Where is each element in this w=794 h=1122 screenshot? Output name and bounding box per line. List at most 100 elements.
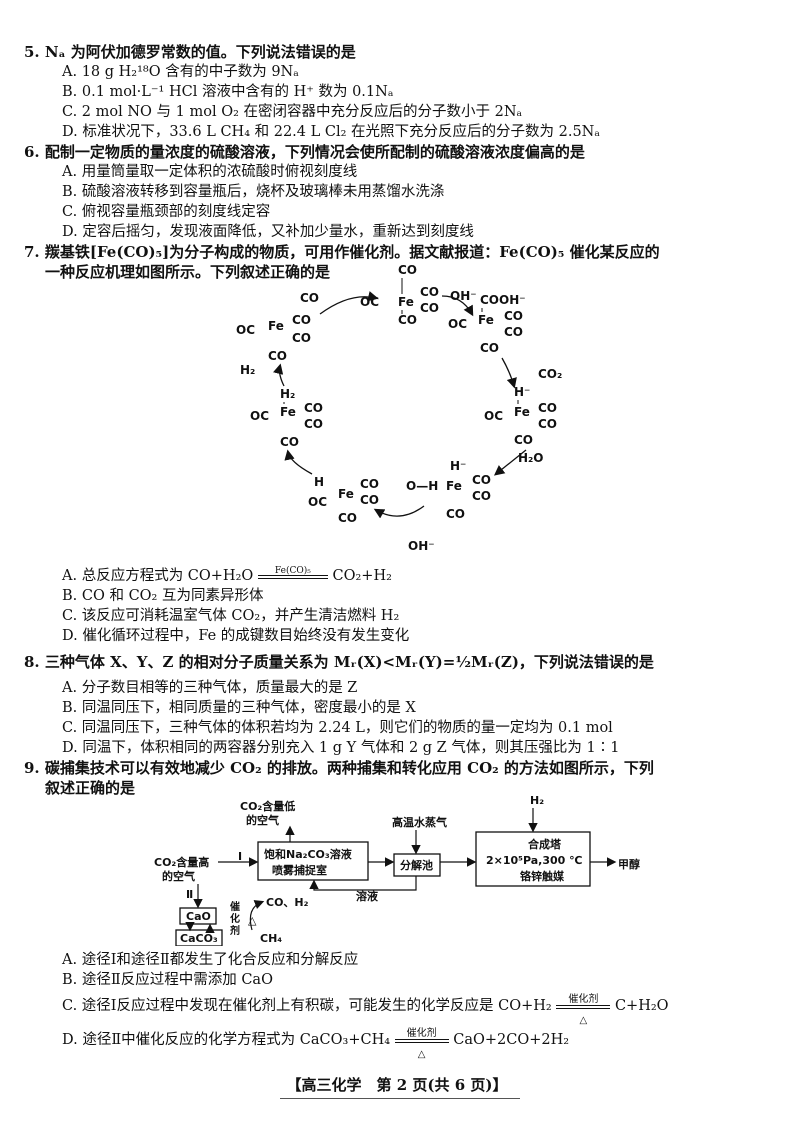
q7-catalyst-label: Fe(CO)₅ <box>274 566 311 576</box>
arrow-co-h2-out <box>249 900 265 931</box>
h-minus-br: H⁻ <box>450 459 466 473</box>
bonds <box>283 278 519 404</box>
co-l1: CO <box>304 401 323 415</box>
fe-r: Fe <box>514 405 530 419</box>
co-ul2: CO <box>292 331 311 345</box>
q9-option-c-rhs: C+H₂O <box>614 998 669 1014</box>
oh-bond: O—H <box>406 479 438 493</box>
page-footer: 【高三化学 第 2 页(共 6 页)】 <box>286 1076 508 1094</box>
q5-option-d: D. 标准状况下，33.6 L CH₄ 和 22.4 L Cl₂ 在光照下充分反… <box>62 124 600 140</box>
fe-br: Fe <box>446 479 462 493</box>
cycle-arrow-6 <box>284 449 313 475</box>
q9-c-catalyst: 催化剂 <box>568 994 599 1005</box>
low-co2-air-line2: 的空气 <box>246 813 279 827</box>
q6-option-a: A. 用量筒量取一定体积的浓硫酸时俯视刻度线 <box>62 164 358 180</box>
q9-option-c-lhs: C. 途径Ⅰ反应过程中发现在催化剂上有积碳，可能发生的化学反应是 CO+H₂ <box>62 998 552 1014</box>
co-ul3: CO <box>268 349 287 363</box>
footer-rule <box>280 1098 520 1099</box>
fe-top: Fe <box>398 295 414 309</box>
q9-option-b: B. 途径Ⅱ反应过程中需添加 CaO <box>62 972 273 988</box>
methanol-label: 甲醇 <box>618 857 640 871</box>
co-r3: CO <box>514 433 533 447</box>
h-bl: H <box>314 475 324 489</box>
co2-out: CO₂ <box>538 367 562 381</box>
h2o-in: H₂O <box>518 451 544 465</box>
q9-flow-diagram: CO₂含量低 的空气 CO₂含量高 的空气 Ⅰ Ⅱ 饱和Na₂CO₃溶液 喷雾捕… <box>154 796 640 946</box>
cooh: COOH⁻ <box>480 293 526 307</box>
q9-option-c: C. 途径Ⅰ反应过程中发现在催化剂上有积碳，可能发生的化学反应是 CO+H₂ 催… <box>62 994 669 1026</box>
q7-catalyst-arrow: Fe(CO)₅ <box>257 566 328 579</box>
oh-out: OH⁻ <box>408 539 435 553</box>
q6-option-d: D. 定容后摇匀，发现液面降低，又补加少量水，重新达到刻度线 <box>62 224 474 240</box>
q7-option-a-lhs: A. 总反应方程式为 CO+H₂O <box>62 568 254 584</box>
cycle-arrow-2 <box>441 295 474 317</box>
q9-stem-line2: 叙述正确的是 <box>45 779 136 797</box>
capture-room-line1: 饱和Na₂CO₃溶液 <box>264 847 353 861</box>
cycle-arrow-7 <box>273 363 285 387</box>
h2-feed: H₂ <box>530 796 544 807</box>
cao-box-label: CaO <box>186 910 211 923</box>
catalyst-vertical-2: 化 <box>230 912 240 925</box>
catalyst-vertical-1: 催 <box>230 900 240 913</box>
co-ul1: CO <box>292 313 311 327</box>
cycle-arrow-4 <box>493 449 527 476</box>
q8-option-a: A. 分子数目相等的三种气体，质量最大的是 Z <box>62 680 358 696</box>
co-l3: CO <box>280 435 299 449</box>
q9-d-heat: △ <box>417 1049 426 1060</box>
cycle-arrow-3 <box>501 357 517 389</box>
q9-option-d-lhs: D. 途径Ⅱ中催化反应的化学方程式为 CaCO₃+CH₄ <box>62 1032 391 1048</box>
steam-label: 高温水蒸气 <box>392 815 447 829</box>
q9-option-a: A. 途径Ⅰ和途径Ⅱ都发生了化合反应和分解反应 <box>62 952 359 968</box>
q6-stem: 6. 配制一定物质的量浓度的硫酸溶液，下列情况会使所配制的硫酸溶液浓度偏高的是 <box>24 143 585 161</box>
q6-option-c: C. 俯视容量瓶颈部的刻度线定容 <box>62 204 271 220</box>
co-in: CO <box>300 291 319 305</box>
q9-option-d: D. 途径Ⅱ中催化反应的化学方程式为 CaCO₃+CH₄ 催化剂 △ CaO+2… <box>62 1028 569 1060</box>
q9-c-heat: △ <box>579 1015 588 1026</box>
q9-d-catalyst: 催化剂 <box>406 1028 437 1039</box>
h2-bonded: H₂ <box>280 387 295 401</box>
fe-l: Fe <box>280 405 296 419</box>
co-top-r2: CO <box>420 301 439 315</box>
high-co2-air-line1: CO₂含量高 <box>154 855 209 869</box>
q9-c-condition-arrow: 催化剂 △ <box>556 994 611 1026</box>
q7-stem-line2: 一种反应机理如图所示。下列叙述正确的是 <box>45 263 331 281</box>
caco3-box-label: CaCO₃ <box>180 932 218 945</box>
oc-l: OC <box>250 409 269 423</box>
oc-ul: OC <box>236 323 255 337</box>
q7-option-c: C. 该反应可消耗温室气体 CO₂，并产生清洁燃料 H₂ <box>62 608 400 624</box>
heat-symbol: △ <box>248 914 257 927</box>
q5-option-a: A. 18 g H₂¹⁸O 含有的中子数为 9Nₐ <box>62 64 299 80</box>
q8-stem: 8. 三种气体 X、Y、Z 的相对分子质量关系为 Mᵣ(X)<Mᵣ(Y)=½Mᵣ… <box>24 653 654 671</box>
fe-bl: Fe <box>338 487 354 501</box>
co-r1: CO <box>538 401 557 415</box>
oh-in: OH⁻ <box>450 289 477 303</box>
q9-d-condition-arrow: 催化剂 △ <box>394 1028 449 1060</box>
co-top-down: CO <box>398 313 417 327</box>
cycle-arrow-5 <box>373 505 425 519</box>
oc-ur: OC <box>448 317 467 331</box>
co-ur2: CO <box>504 325 523 339</box>
q6-option-b: B. 硫酸溶液转移到容量瓶后，烧杯及玻璃棒未用蒸馏水洗涤 <box>62 184 445 200</box>
co-top-up: CO <box>398 263 417 277</box>
tower-line1: 合成塔 <box>528 837 562 851</box>
fe-ur: Fe <box>478 313 494 327</box>
decomposition-pool: 分解池 <box>400 858 433 872</box>
q8-option-d: D. 同温下，体积相同的两容器分别充入 1 g Y 气体和 2 g Z 气体，则… <box>62 740 620 756</box>
co-br3: CO <box>446 507 465 521</box>
catalyst-vertical-3: 剂 <box>229 924 240 937</box>
h-minus-r: H⁻ <box>514 385 530 399</box>
q7-option-a: A. 总反应方程式为 CO+H₂O Fe(CO)₅ CO₂+H₂ <box>62 566 392 586</box>
co-bl3: CO <box>338 511 357 525</box>
q7-stem-line1: 7. 羰基铁[Fe(CO)₅]为分子构成的物质，可用作催化剂。据文献报道：Fe(… <box>24 243 660 261</box>
fe-ul: Fe <box>268 319 284 333</box>
caco3-box <box>175 929 223 946</box>
co-l2: CO <box>304 417 323 431</box>
co-bl1: CO <box>360 477 379 491</box>
co-br2: CO <box>472 489 491 503</box>
q8-option-c: C. 同温同压下，三种气体的体积若均为 2.24 L，则它们的物质的量一定均为 … <box>62 720 613 736</box>
co-top-r1: CO <box>420 285 439 299</box>
q5-stem: 5. Nₐ 为阿伏加德罗常数的值。下列说法错误的是 <box>24 43 356 61</box>
co-ur3: CO <box>480 341 499 355</box>
cycle-arrow-1 <box>319 291 379 315</box>
co-h2-product: CO、H₂ <box>266 896 309 909</box>
